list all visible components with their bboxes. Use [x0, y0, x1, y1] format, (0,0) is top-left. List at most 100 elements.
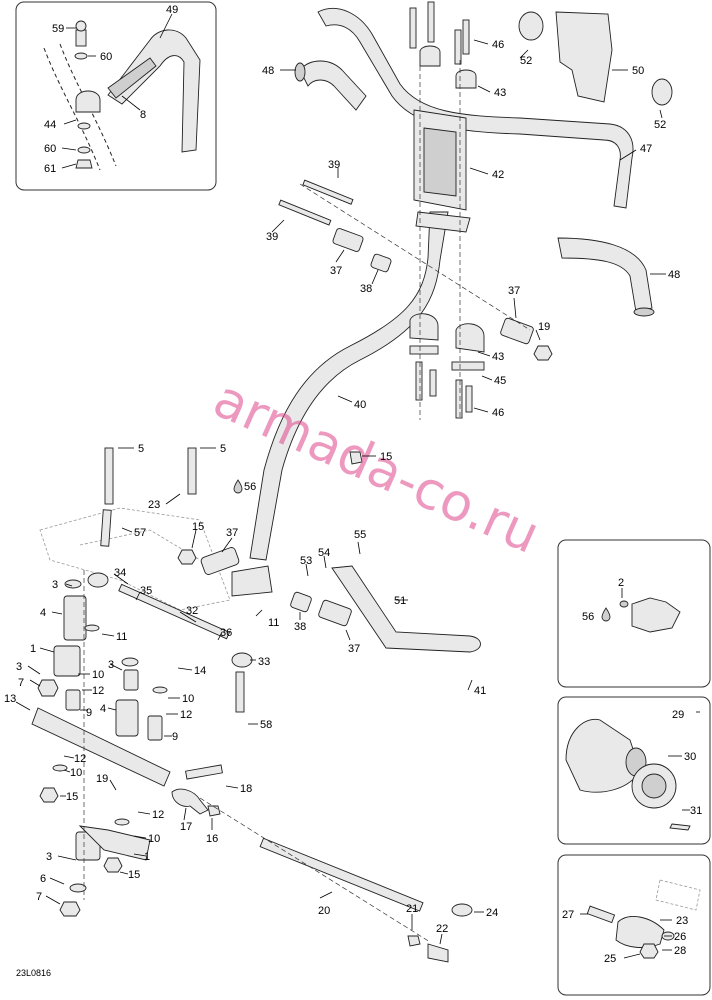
callout-25: 25	[604, 953, 616, 965]
callout-43: 43	[494, 87, 506, 99]
callout-22: 22	[436, 923, 448, 935]
callout-39: 39	[328, 159, 340, 171]
callout-37b: 37	[508, 285, 520, 297]
drawing-reference-code: 23L0816	[16, 968, 51, 978]
callout-13: 13	[4, 693, 16, 705]
callout-37c: 37	[226, 527, 238, 539]
callout-12c: 12	[74, 753, 86, 765]
callout-56b: 56	[582, 611, 594, 623]
callout-3b: 3	[108, 659, 114, 671]
callout-43b: 43	[492, 351, 504, 363]
callout-36: 36	[220, 627, 232, 639]
callout-42: 42	[492, 169, 504, 181]
callout-30: 30	[684, 751, 696, 763]
callout-15d: 15	[128, 869, 140, 881]
callout-8: 8	[140, 109, 146, 121]
inset-clamp-drawing	[43, 20, 201, 171]
callout-11b: 11	[116, 631, 127, 643]
inset-boot-drawing	[565, 718, 691, 831]
callout-33: 33	[258, 656, 270, 668]
callout-48: 48	[262, 65, 274, 77]
callout-18: 18	[240, 783, 252, 795]
callout-55: 55	[354, 529, 366, 541]
callout-5: 5	[138, 443, 144, 455]
callout-52: 52	[520, 55, 532, 67]
callout-10c: 10	[70, 767, 82, 779]
callout-15: 15	[380, 451, 392, 463]
callout-23b: 23	[676, 915, 688, 927]
callout-29: 29	[672, 709, 684, 721]
callout-53: 53	[300, 555, 312, 567]
callout-3d: 3	[46, 851, 52, 863]
callout-15b: 15	[192, 521, 204, 533]
callout-57: 57	[134, 527, 146, 539]
callout-54: 54	[318, 547, 330, 559]
callout-11: 11	[268, 617, 279, 629]
callout-47: 47	[640, 143, 652, 155]
callout-45: 45	[494, 375, 506, 387]
callout-48b: 48	[668, 269, 680, 281]
callout-2: 2	[618, 577, 624, 589]
callout-58: 58	[260, 719, 272, 731]
callout-17: 17	[180, 821, 192, 833]
callout-31: 31	[690, 805, 702, 817]
callout-3c: 3	[16, 661, 22, 673]
callout-52b: 52	[654, 119, 666, 131]
inset-bushing-drawing	[619, 597, 681, 633]
callout-50: 50	[632, 65, 644, 77]
callout-19b: 19	[96, 773, 108, 785]
callout-32: 32	[186, 605, 198, 617]
callout-56: 56	[244, 481, 256, 493]
drop-icon-inset	[601, 607, 611, 622]
callout-12: 12	[92, 685, 104, 697]
callout-20: 20	[318, 905, 330, 917]
inset-lever-drawing	[586, 879, 701, 959]
callout-35: 35	[140, 585, 152, 597]
callout-6: 6	[40, 873, 46, 885]
callout-37d: 37	[348, 643, 360, 655]
steering-linkage	[31, 447, 481, 963]
callout-38b: 38	[294, 621, 306, 633]
callouts: 59 49 60 8 44 60 61 46 52 50 48 43 52 47…	[4, 4, 702, 965]
callout-38: 38	[360, 283, 372, 295]
callout-61: 61	[44, 163, 56, 175]
callout-26: 26	[674, 931, 686, 943]
callout-4b: 4	[100, 703, 106, 715]
callout-46: 46	[492, 39, 504, 51]
callout-34: 34	[114, 567, 126, 579]
callout-9b: 9	[172, 731, 178, 743]
callout-10: 10	[92, 669, 104, 681]
callout-19: 19	[538, 321, 550, 333]
callout-59: 59	[52, 23, 64, 35]
callout-14: 14	[194, 665, 206, 677]
callout-28: 28	[674, 945, 686, 957]
callout-21: 21	[406, 903, 418, 915]
callout-9: 9	[86, 707, 92, 719]
callout-10d: 10	[148, 833, 160, 845]
callout-46b: 46	[492, 407, 504, 419]
callout-7: 7	[18, 677, 24, 689]
callout-24: 24	[486, 907, 498, 919]
callout-1b: 1	[144, 851, 150, 863]
callout-1: 1	[30, 643, 36, 655]
callout-5b: 5	[220, 443, 226, 455]
callout-12d: 12	[152, 809, 164, 821]
callout-15c: 15	[66, 791, 78, 803]
handlebar-assembly	[249, 1, 673, 561]
callout-10b: 10	[182, 693, 194, 705]
callout-12b: 12	[180, 709, 192, 721]
callout-23: 23	[148, 499, 160, 511]
callout-39b: 39	[266, 231, 278, 243]
callout-51: 51	[394, 595, 406, 607]
callout-37: 37	[330, 265, 342, 277]
callout-49: 49	[166, 4, 178, 16]
callout-41: 41	[474, 685, 486, 697]
callout-16: 16	[206, 833, 218, 845]
callout-60b: 60	[44, 143, 56, 155]
drop-icon	[233, 479, 243, 494]
callout-4: 4	[40, 607, 46, 619]
callout-7b: 7	[36, 891, 42, 903]
callout-40: 40	[354, 399, 366, 411]
callout-3: 3	[52, 579, 58, 591]
